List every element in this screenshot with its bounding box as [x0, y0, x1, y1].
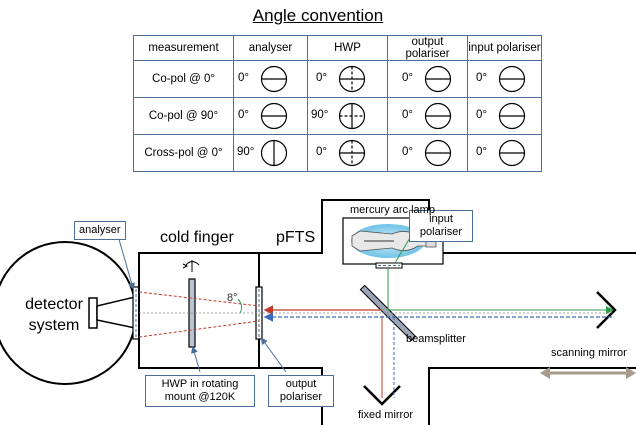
- pfts-housing-top: [259, 199, 636, 254]
- polariser-horizontal-icon: [498, 65, 526, 93]
- beamsplitter-label: beamsplitter: [406, 333, 466, 345]
- angle-value: 90°: [237, 146, 255, 158]
- row-label: Co-pol @ 90°: [133, 97, 234, 135]
- callout-line: output: [285, 378, 317, 390]
- angle-value: 0°: [316, 146, 327, 158]
- header-measurement: measurement: [133, 35, 234, 61]
- table-header-row: measurement analyser HWP output polarise…: [133, 35, 542, 61]
- output-polariser-cell: 0°: [387, 97, 468, 135]
- analyser-cell: 0°: [233, 60, 308, 98]
- input-polariser-cell: 0°: [467, 60, 542, 98]
- table-row: Co-pol @ 90° 0° 90° 0° 0°: [133, 97, 542, 135]
- polariser-horizontal-icon: [498, 102, 526, 130]
- header-analyser: analyser: [233, 35, 308, 61]
- callout-line: polariser: [279, 391, 323, 403]
- pfts-label: pFTS: [276, 229, 316, 246]
- header-hwp: HWP: [307, 35, 388, 61]
- pfts-housing-right: [428, 367, 636, 425]
- angle-value: 0°: [402, 72, 413, 84]
- hwp-vertical-dashed-icon: [338, 65, 366, 93]
- angle-arc: [237, 298, 243, 314]
- hwp-cell: 90°: [307, 97, 388, 135]
- hwp-mount-callout: HWP in rotating mount @120K: [145, 375, 255, 407]
- callout-line: input: [429, 213, 453, 225]
- polariser-horizontal-icon: [424, 102, 452, 130]
- polariser-horizontal-icon: [498, 139, 526, 167]
- fixed-mirror-label: fixed mirror: [358, 409, 414, 421]
- row-label: Co-pol @ 0°: [133, 60, 234, 98]
- cold-finger-label: cold finger: [160, 229, 234, 246]
- input-polariser-cell: 0°: [467, 134, 542, 172]
- polariser-vertical-icon: [260, 139, 288, 167]
- angle-value: 0°: [476, 72, 487, 84]
- angle-value: 0°: [316, 72, 327, 84]
- polariser-horizontal-icon: [424, 65, 452, 93]
- angle-convention-table: measurement analyser HWP output polarise…: [133, 35, 542, 172]
- output-polariser-cell: 0°: [387, 134, 468, 172]
- polariser-horizontal-icon: [424, 139, 452, 167]
- angle-value: 90°: [311, 109, 329, 121]
- cone-ray-top: [138, 291, 260, 307]
- output-polariser-cell: 0°: [387, 60, 468, 98]
- hwp-horizontal-dashed-icon: [338, 102, 366, 130]
- input-polariser-callout: input polariser: [409, 210, 473, 242]
- table-row: Co-pol @ 0° 0° 0° 0° 0°: [133, 60, 542, 98]
- scanning-mirror-label: scanning mirror: [551, 347, 627, 359]
- angle-label: 8°: [227, 292, 238, 304]
- angle-value: 0°: [402, 109, 413, 121]
- angle-value: 0°: [238, 109, 249, 121]
- callout-line: HWP in rotating: [161, 378, 239, 390]
- angle-value: 0°: [476, 109, 487, 121]
- angle-value: 0°: [402, 146, 413, 158]
- page-title: Angle convention: [252, 6, 384, 25]
- table-row: Cross-pol @ 0° 90° 0° 0° 0°: [133, 134, 542, 172]
- polariser-horizontal-icon: [260, 65, 288, 93]
- analyser-cell: 90°: [233, 134, 308, 172]
- angle-value: 0°: [238, 72, 249, 84]
- callout-line: polariser: [419, 226, 463, 238]
- angle-value: 0°: [476, 146, 487, 158]
- scanning-mirror: [596, 291, 617, 329]
- cone-ray-bottom: [138, 320, 260, 338]
- polariser-horizontal-icon: [260, 102, 288, 130]
- hwp-cell: 0°: [307, 134, 388, 172]
- analyser-callout: analyser: [74, 221, 126, 240]
- header-output-polariser: output polariser: [387, 35, 468, 61]
- detector-cone: [96, 296, 136, 329]
- output-polariser-callout: output polariser: [268, 375, 334, 407]
- detector-label-line: system: [28, 317, 80, 334]
- callout-line: mount @120K: [164, 391, 236, 403]
- detector-label-line: detector: [25, 296, 83, 313]
- hwp-vertical-dashed-icon: [338, 139, 366, 167]
- detector-system-label: detector system: [6, 294, 102, 336]
- row-label: Cross-pol @ 0°: [133, 134, 234, 172]
- header-input-polariser: input polariser: [467, 35, 542, 61]
- mercury-arc-lamp-label: mercury arc lamp: [350, 204, 435, 216]
